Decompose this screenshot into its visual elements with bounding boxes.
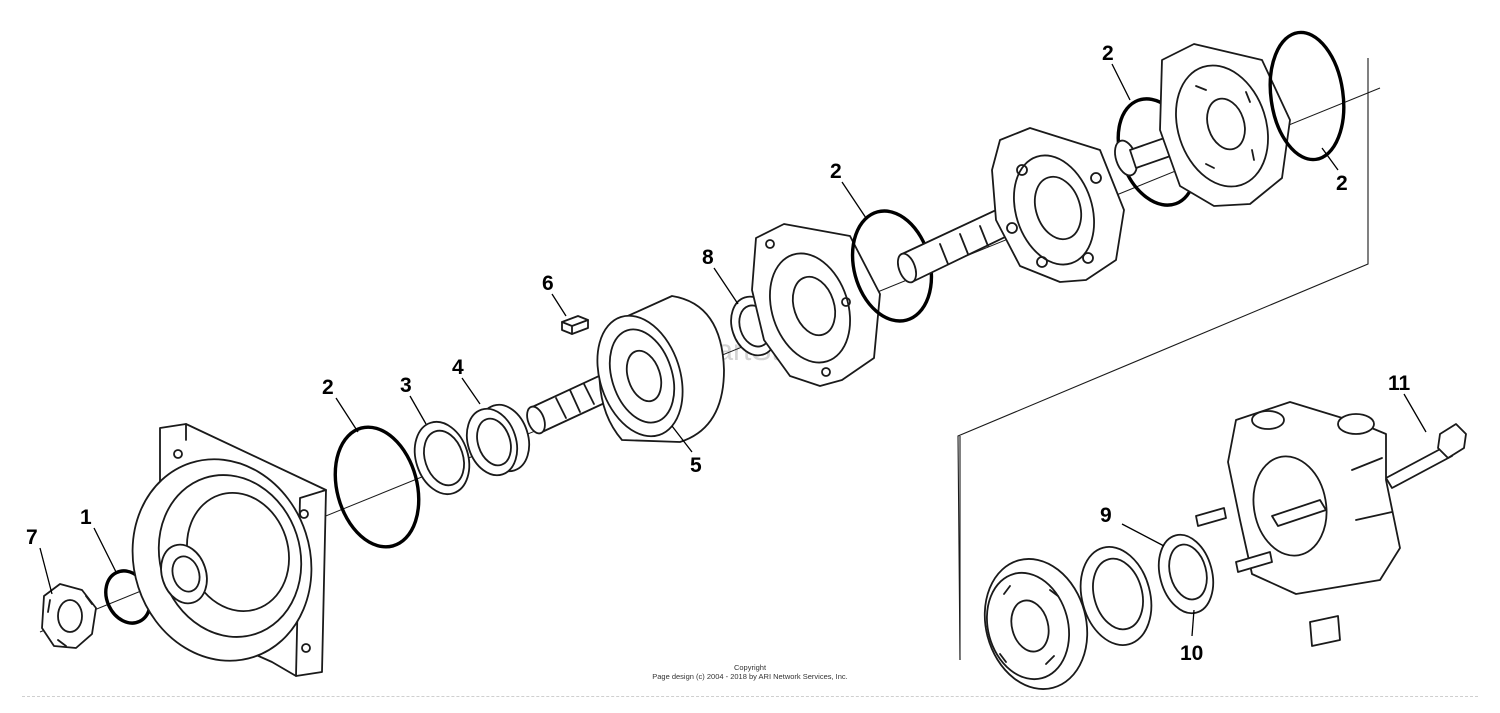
valve-plate-part[interactable] <box>991 127 1125 283</box>
callout-11: 11 <box>1388 372 1411 395</box>
output-shaft-part[interactable] <box>524 295 725 447</box>
copyright-title: Copyright <box>733 663 767 672</box>
large-o-ring-part[interactable] <box>323 418 432 557</box>
callout-8: 8 <box>702 246 714 269</box>
seal-carrier-part[interactable] <box>1070 539 1162 653</box>
callout-2-valve-o-ring: 2 <box>1102 42 1114 65</box>
seal-ring-part[interactable] <box>406 415 478 501</box>
callout-5: 5 <box>690 454 702 477</box>
mounting-flange-part[interactable] <box>107 423 337 684</box>
seal-part[interactable] <box>1151 529 1222 620</box>
copyright-notice: Copyright Page design (c) 2004 - 2018 by… <box>560 663 940 681</box>
callout-7: 7 <box>26 526 38 549</box>
callout-9: 9 <box>1100 504 1112 527</box>
copyright-line: Page design (c) 2004 - 2018 by ARI Netwo… <box>652 672 848 681</box>
callout-1: 1 <box>80 506 92 529</box>
rotor-bearing-part[interactable] <box>971 547 1102 700</box>
bushing-ring-part[interactable] <box>459 398 538 482</box>
callout-4: 4 <box>452 356 464 379</box>
callout-10: 10 <box>1180 642 1203 665</box>
castle-nut-part[interactable] <box>41 583 97 649</box>
bearing-housing-part[interactable] <box>751 223 881 387</box>
upper-group-outline <box>957 58 1369 661</box>
callout-2-housing-o-ring: 2 <box>830 160 842 183</box>
callout-leaders <box>39 63 1427 637</box>
callout-2-rear-o-ring: 2 <box>1336 172 1348 195</box>
end-cap-part[interactable] <box>1159 43 1291 207</box>
dowel-pins-part[interactable] <box>1195 507 1273 573</box>
callout-6: 6 <box>542 272 554 295</box>
rear-o-ring-part[interactable] <box>1262 28 1351 165</box>
valve-housing-part[interactable] <box>1227 401 1401 595</box>
callout-2-large-o-ring: 2 <box>322 376 334 399</box>
plug-part[interactable] <box>1309 615 1341 647</box>
bolt-part[interactable] <box>1385 423 1467 489</box>
callout-3: 3 <box>400 374 412 397</box>
bottom-divider <box>22 696 1478 697</box>
key-part[interactable] <box>561 315 589 335</box>
